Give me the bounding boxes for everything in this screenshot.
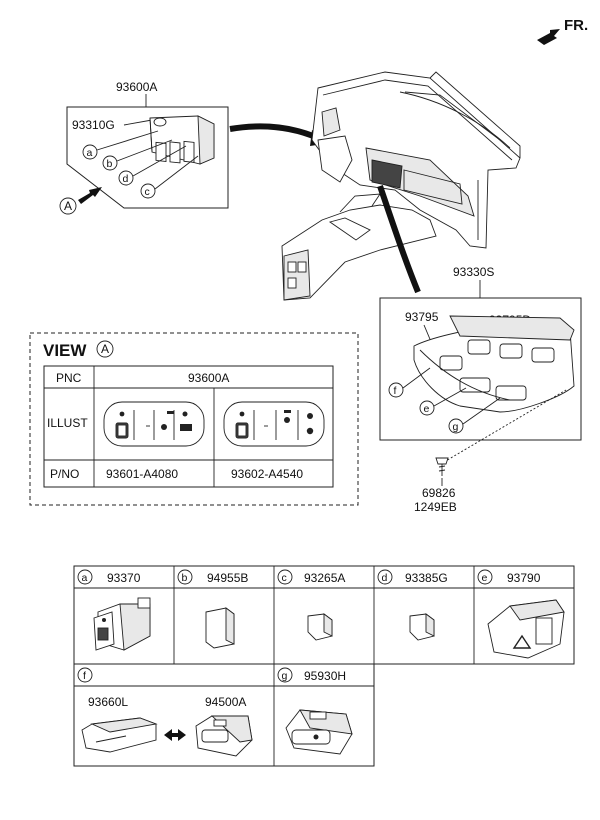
part-g-letter: g	[282, 670, 288, 682]
screw-part-number-2: 1249EB	[414, 500, 457, 514]
leader-line	[123, 119, 153, 126]
part-c-letter: c	[282, 572, 287, 584]
part-g-drawing	[285, 709, 353, 755]
view-table: VIEW A PNC 93600A ILLUST P/NO 93601-A408…	[29, 332, 359, 506]
part-cell-a: a 93370	[77, 569, 141, 585]
leader-line	[132, 145, 187, 177]
part-e-letter: e	[482, 572, 488, 584]
leader-line	[433, 387, 467, 407]
view-table-frame	[29, 332, 359, 506]
location-arrow	[229, 123, 320, 141]
parts-row-2	[73, 663, 375, 767]
part-b-number: 94955B	[207, 571, 248, 585]
part-g-number: 95930H	[304, 669, 346, 683]
panel-assembly-group: 93330S 93795 93795D f e g	[379, 265, 582, 514]
panel-location-arrow	[377, 185, 421, 294]
callout-b	[102, 155, 118, 171]
leader-line	[96, 130, 159, 151]
part-b-letter: b	[182, 572, 188, 584]
switch-assembly-group: 93600A 93310G a b d c A	[59, 80, 229, 215]
part-f-number-1: 93660L	[88, 695, 128, 709]
part-a-letter: a	[82, 572, 88, 584]
part-a-number: 93370	[107, 571, 141, 585]
part-f-number-2: 94500A	[205, 695, 246, 709]
pno-label: P/NO	[50, 467, 79, 481]
part-cell-b: b 94955B	[177, 569, 248, 585]
callout-c	[140, 183, 156, 199]
view-arrow-icon	[78, 187, 102, 204]
pno-value-1: 93601-A4080	[106, 467, 178, 481]
leader-line	[154, 155, 199, 190]
part-cell-e: e 93790	[477, 569, 541, 585]
part-d-number: 93385G	[405, 571, 448, 585]
part-d-drawing	[409, 613, 435, 641]
part-f-drawing	[81, 715, 253, 757]
part-f-letter: f	[83, 670, 86, 682]
leader-line	[462, 397, 501, 425]
leader-line	[402, 367, 431, 389]
switch-part-number: 93310G	[72, 118, 115, 132]
callout-f-letter: f	[394, 385, 397, 397]
panel-group-frame	[379, 297, 582, 441]
switch-block-drawing	[149, 115, 215, 165]
part-cell-f: f 93660L 94500A	[77, 667, 246, 709]
part-a-drawing	[93, 597, 151, 651]
callout-g-letter: g	[453, 421, 459, 433]
view-ref-callout	[59, 197, 77, 215]
part-c-number: 93265A	[304, 571, 345, 585]
part-e-number: 93790	[507, 571, 541, 585]
switch-group-frame	[66, 106, 229, 209]
pnc-label: PNC	[56, 371, 82, 385]
callout-a-letter: a	[87, 147, 93, 159]
view-ref-circle	[96, 340, 114, 358]
part-d-letter: d	[382, 572, 388, 584]
parts-table: a 93370 b 94955B c 93265A d 93385G e 937…	[73, 565, 575, 767]
screw-part-number-1: 69826	[422, 486, 456, 500]
double-arrow-icon	[164, 729, 186, 741]
panel-left-part-number: 93795	[405, 310, 439, 324]
part-cell-g: g 95930H	[277, 667, 346, 683]
callout-g	[448, 418, 464, 434]
part-cell-d: d 93385G	[377, 569, 448, 585]
callout-c-letter: c	[145, 186, 150, 198]
callout-a	[82, 144, 98, 160]
front-label: FR.	[564, 17, 588, 34]
panel-bezel-drawing	[413, 315, 575, 413]
switch-illustration-1	[103, 401, 205, 447]
part-c-drawing	[307, 613, 333, 641]
pno-value-2: 93602-A4540	[231, 467, 303, 481]
leader-line	[116, 139, 173, 162]
front-direction-indicator: FR.	[537, 17, 588, 45]
hazard-triangle-icon	[512, 634, 532, 649]
pnc-value: 93600A	[188, 371, 229, 385]
view-ref-letter: A	[64, 199, 72, 213]
part-b-drawing	[205, 607, 235, 649]
callout-d	[118, 170, 134, 186]
illust-label: ILLUST	[47, 416, 88, 430]
switch-illustration-2	[223, 401, 325, 447]
callout-e	[419, 400, 435, 416]
view-table-grid	[43, 365, 334, 488]
panel-assembly-part-number: 93330S	[453, 265, 494, 279]
part-e-drawing	[487, 599, 565, 659]
callout-b-letter: b	[107, 158, 113, 170]
callout-f	[388, 382, 404, 398]
main-switch-part-number: 93600A	[116, 80, 157, 94]
front-arrow-icon	[537, 29, 560, 45]
callout-e-letter: e	[424, 403, 430, 415]
view-ref-letter: A	[101, 342, 109, 356]
view-title: VIEW	[43, 341, 87, 360]
screw-icon	[435, 457, 449, 476]
part-cell-c: c 93265A	[277, 569, 345, 585]
callout-d-letter: d	[123, 173, 129, 185]
